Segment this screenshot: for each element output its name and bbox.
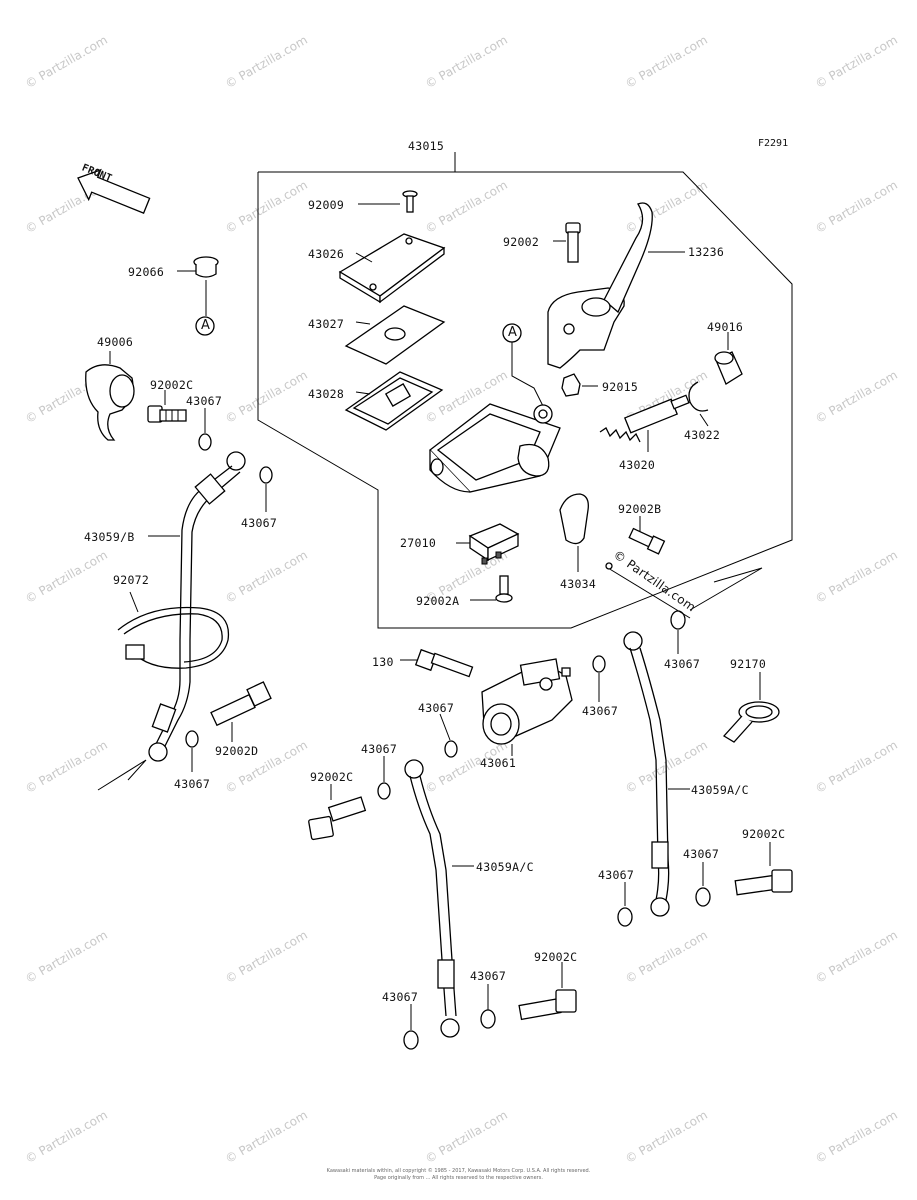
diaphragm-plate-43027: [344, 305, 446, 365]
pivot-bolt-92002: [553, 222, 581, 263]
nut-92015: [561, 373, 598, 397]
brake-switch-27010: [456, 523, 520, 565]
part-label[interactable]: 92072: [113, 573, 150, 587]
part-label[interactable]: 92002C: [534, 950, 578, 964]
piston-assembly-43020: [599, 394, 690, 452]
part-label[interactable]: 43067: [382, 990, 419, 1004]
part-label[interactable]: 43061: [480, 756, 517, 770]
part-label[interactable]: 43015: [408, 139, 445, 153]
hose-43059ac-middle: [404, 759, 474, 1038]
part-label[interactable]: 92170: [730, 657, 767, 671]
part-label[interactable]: 92002C: [150, 378, 194, 392]
brake-lever-13236: [547, 202, 685, 369]
screw-92002a: [470, 575, 513, 603]
pushrod-boot-49016: [714, 332, 743, 385]
clamp-92170: [722, 672, 780, 743]
part-label[interactable]: 92002D: [215, 744, 259, 758]
part-label[interactable]: 92002B: [618, 502, 662, 516]
clutch-cylinder-43061: [481, 658, 573, 756]
snap-ring-43022: [688, 381, 709, 427]
assembly-outline: [257, 171, 793, 629]
bolt-92002b: [628, 516, 666, 555]
part-label[interactable]: 92002C: [310, 770, 354, 784]
clamp-92072: [117, 591, 230, 669]
part-label[interactable]: 43027: [308, 317, 345, 331]
cap-92066: [177, 256, 219, 336]
part-label[interactable]: 130: [372, 655, 394, 669]
part-label[interactable]: 92066: [128, 265, 165, 279]
part-label[interactable]: 49016: [707, 320, 744, 334]
front-arrow-icon: [77, 168, 151, 214]
part-label[interactable]: 43034: [560, 577, 597, 591]
diaphragm-43028: [344, 371, 444, 431]
holder-43034: [559, 493, 589, 572]
part-label[interactable]: 43067: [241, 516, 278, 530]
part-label[interactable]: 92009: [308, 198, 345, 212]
part-label[interactable]: 43067: [174, 777, 211, 791]
part-label[interactable]: 43067: [683, 847, 720, 861]
banjo-bolt-92002c-mid: [308, 784, 367, 841]
part-label[interactable]: 43020: [619, 458, 656, 472]
part-label[interactable]: 92015: [602, 380, 639, 394]
part-label[interactable]: 13236: [688, 245, 725, 259]
master-cylinder-43015: [429, 403, 561, 493]
part-label[interactable]: 43028: [308, 387, 345, 401]
part-label[interactable]: 43067: [598, 868, 635, 882]
banjo-bolt-92002c-bottom: [518, 962, 577, 1021]
part-label[interactable]: 43059/B: [84, 530, 135, 544]
screw-92009: [358, 190, 418, 213]
part-label[interactable]: 92002A: [416, 594, 460, 608]
callout-a-left: A: [201, 318, 210, 333]
footer-copyright: Kawasaki materials within, all copyright…: [326, 1168, 591, 1174]
bolt-130: [400, 648, 474, 678]
reservoir-cap-43026: [338, 233, 446, 304]
boot-49006: [85, 351, 135, 441]
bolt-92002d: [210, 681, 272, 742]
part-label[interactable]: 43022: [684, 428, 721, 442]
part-label[interactable]: 43067: [418, 701, 455, 715]
part-label[interactable]: 49006: [97, 335, 134, 349]
part-label[interactable]: 43067: [664, 657, 701, 671]
part-label[interactable]: 43059A/C: [691, 783, 749, 797]
part-label[interactable]: 27010: [400, 536, 437, 550]
footer-source: Page originally from ... All rights rese…: [374, 1175, 543, 1181]
part-label[interactable]: 92002: [503, 235, 540, 249]
callout-a-right: A: [508, 325, 517, 340]
hose-43059ac-right: [623, 631, 690, 917]
part-label[interactable]: 92002C: [742, 827, 786, 841]
banjo-bolt-92002c-right: [734, 842, 793, 896]
part-label[interactable]: 43026: [308, 247, 345, 261]
hose-43059b: [148, 451, 246, 762]
banjo-bolt-92002c-left: [147, 390, 187, 423]
part-label[interactable]: 43067: [186, 394, 223, 408]
part-label[interactable]: 43059A/C: [476, 860, 534, 874]
diagram-code: F2291: [758, 138, 789, 149]
part-label[interactable]: 43067: [470, 969, 507, 983]
part-label[interactable]: 43067: [582, 704, 619, 718]
part-label[interactable]: 43067: [361, 742, 398, 756]
